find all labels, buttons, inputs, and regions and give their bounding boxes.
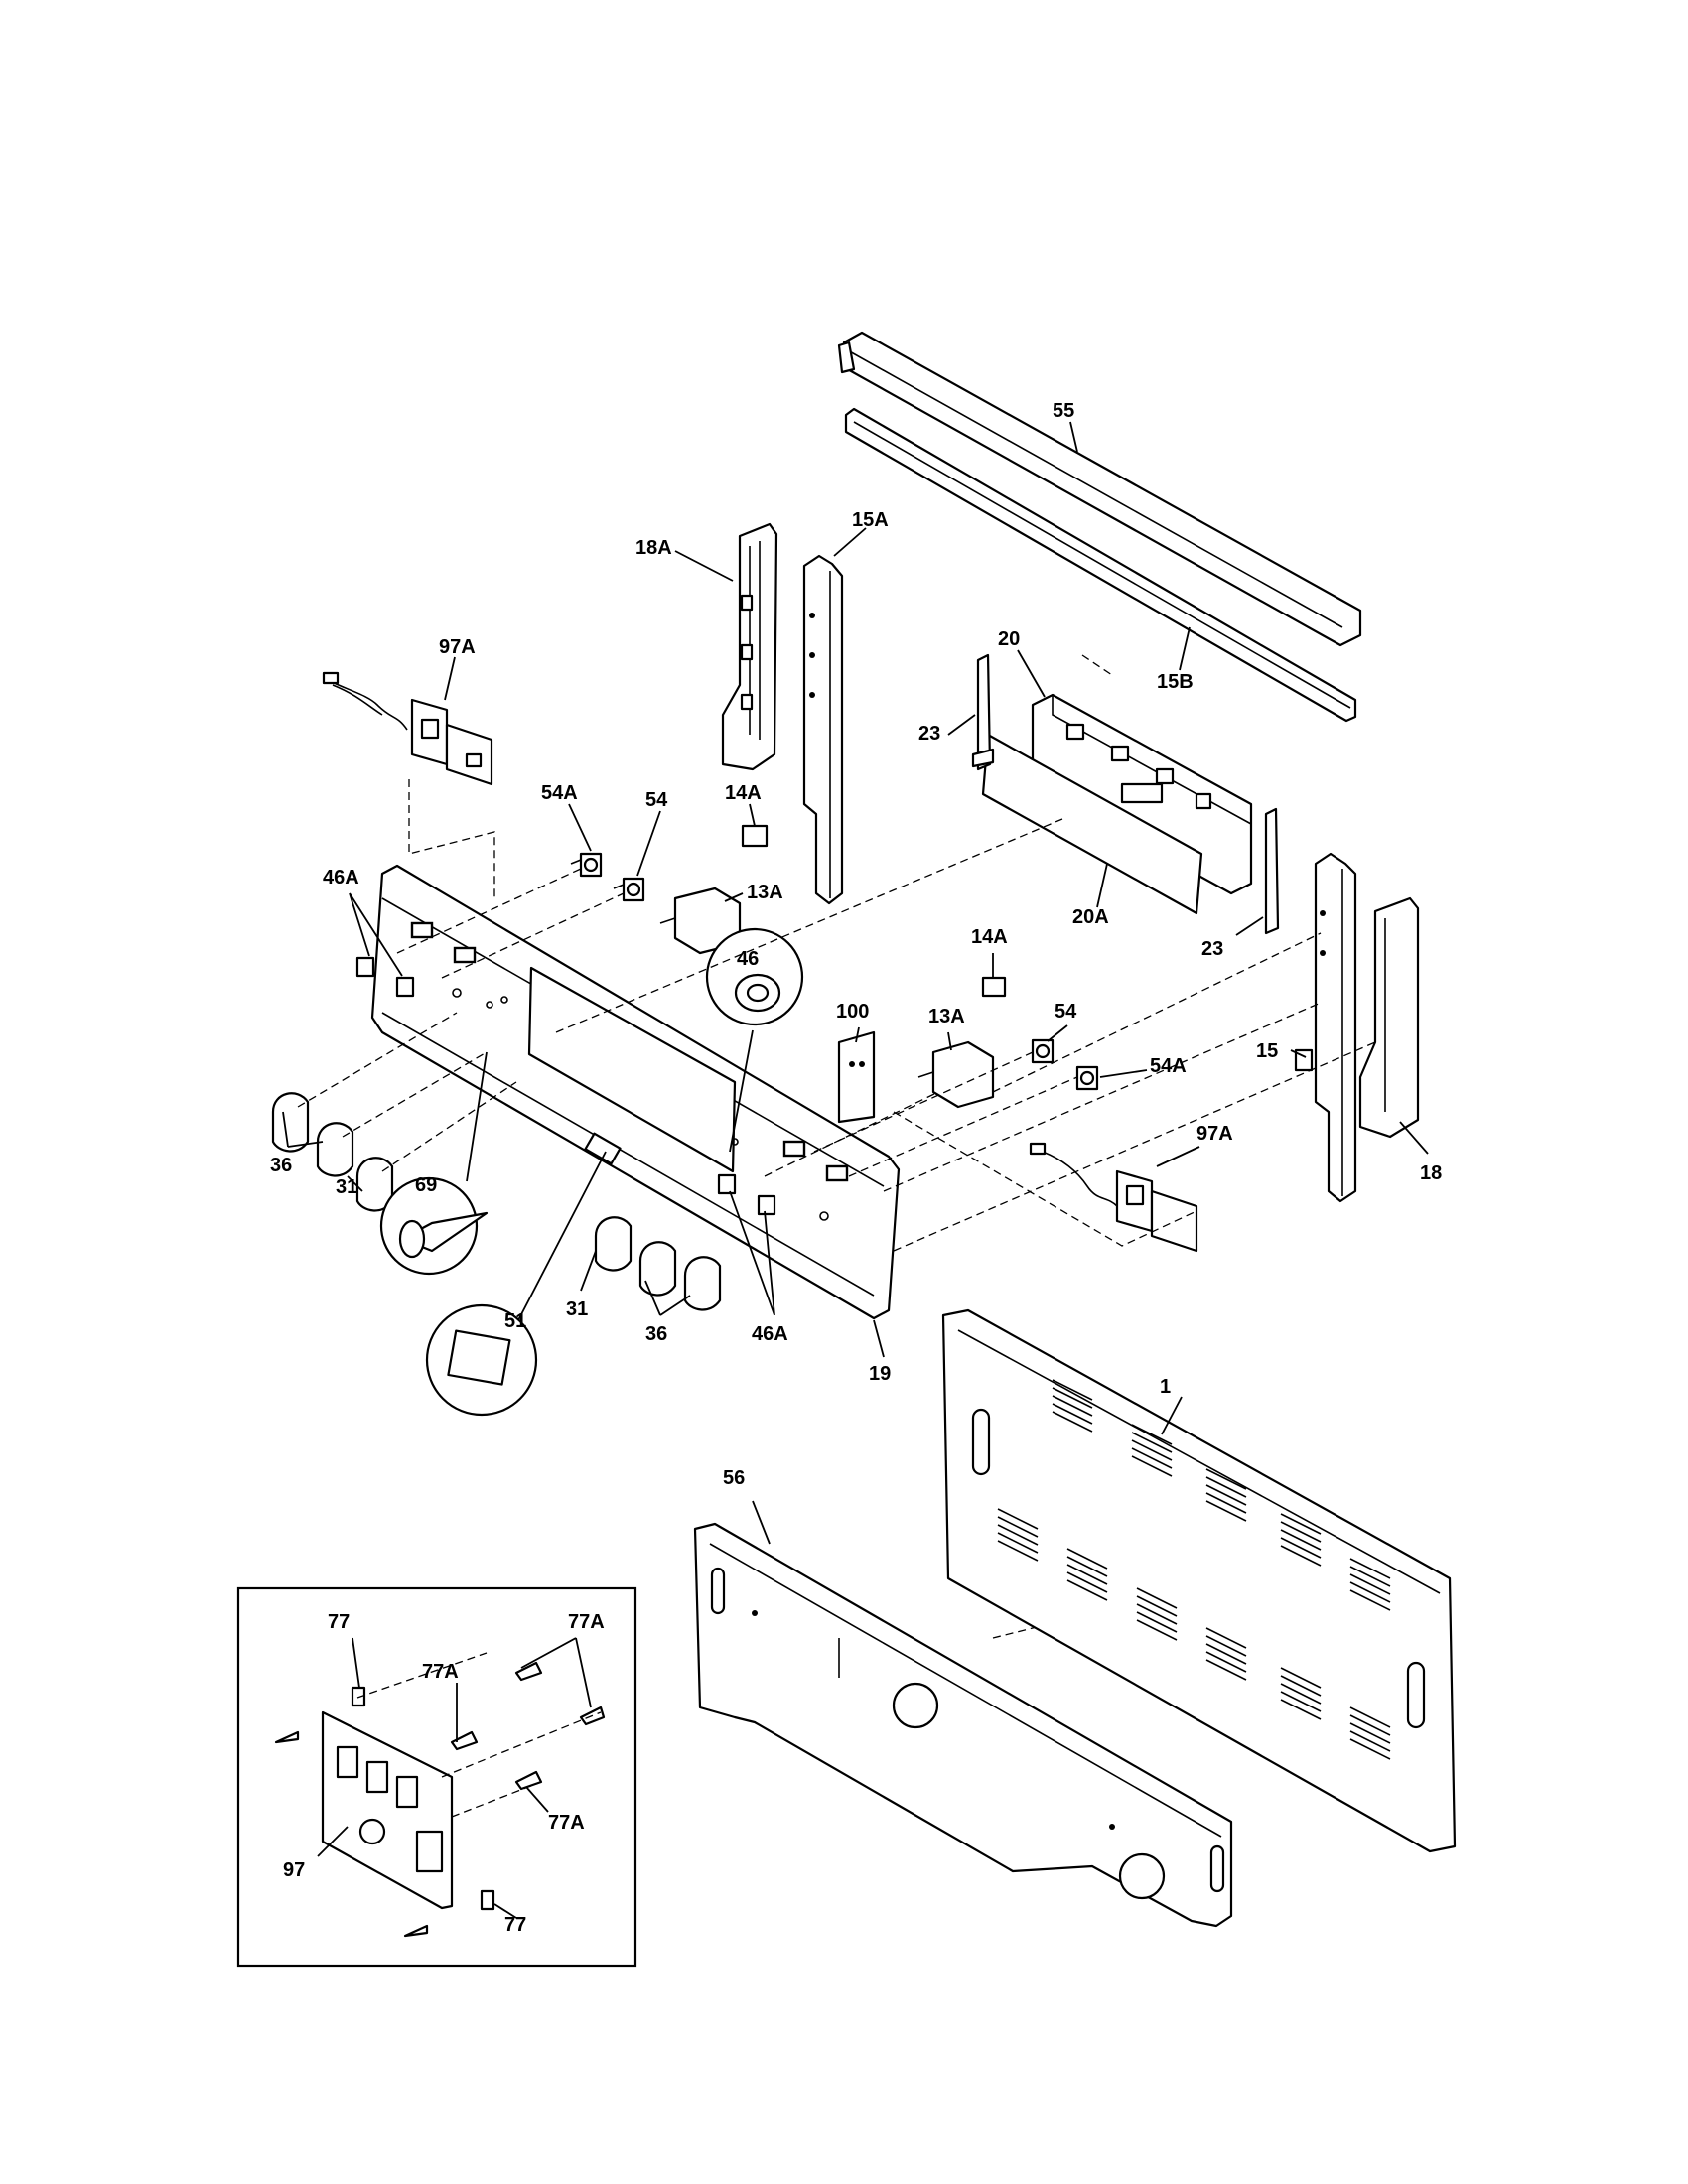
callout-15B: 15B bbox=[1157, 671, 1194, 693]
callout-31-right: 31 bbox=[566, 1298, 588, 1320]
part-15-side-bracket bbox=[1294, 852, 1357, 1203]
callout-36-left: 36 bbox=[270, 1155, 292, 1176]
part-46A-switch-right bbox=[717, 1173, 776, 1216]
inset-detail-97-board bbox=[236, 1586, 637, 1968]
part-13A-infinite-switch-mid bbox=[917, 1040, 995, 1109]
part-46A-switch-left bbox=[355, 956, 415, 998]
callout-97: 97 bbox=[283, 1859, 305, 1881]
callout-23-top: 23 bbox=[918, 723, 940, 745]
callout-14A-mid: 14A bbox=[971, 926, 1008, 948]
part-36-knob-right bbox=[638, 1241, 722, 1311]
callout-54A-top: 54A bbox=[541, 782, 578, 804]
part-54-switch-mid bbox=[1031, 1038, 1055, 1064]
leader-lines bbox=[282, 421, 1429, 1919]
callout-18A: 18A bbox=[635, 537, 672, 559]
callout-13A-mid: 13A bbox=[928, 1006, 965, 1027]
callout-labels: 55 15A 18A 97A 20 15B 23 54A 54 14A 13A … bbox=[270, 400, 1442, 1936]
part-18-end-bracket bbox=[1358, 896, 1420, 1139]
alignment-lines bbox=[277, 654, 1376, 1733]
callout-77A-top: 77A bbox=[568, 1611, 605, 1633]
part-55-top-trim bbox=[837, 331, 1362, 647]
callout-77-top: 77 bbox=[328, 1611, 350, 1633]
callout-20: 20 bbox=[998, 628, 1020, 650]
part-54A-switch-mid bbox=[1075, 1065, 1099, 1091]
part-20A-overlay bbox=[981, 733, 1203, 915]
callout-46: 46 bbox=[737, 948, 759, 970]
callout-51: 51 bbox=[504, 1310, 526, 1332]
callout-54-mid: 54 bbox=[1055, 1001, 1077, 1023]
callout-31-left: 31 bbox=[336, 1176, 357, 1198]
callout-15A: 15A bbox=[852, 509, 889, 531]
callout-69: 69 bbox=[415, 1174, 437, 1196]
part-15B-trim-strip bbox=[844, 407, 1357, 723]
callout-97A-mid: 97A bbox=[1196, 1123, 1233, 1145]
callout-36-right: 36 bbox=[645, 1323, 667, 1345]
part-23-bracket-top bbox=[971, 653, 995, 771]
louvers bbox=[997, 1379, 1391, 1760]
callout-19: 19 bbox=[869, 1363, 891, 1385]
part-1-rear-panel bbox=[941, 1308, 1457, 1853]
callout-100: 100 bbox=[836, 1001, 869, 1023]
part-51-bezel-detail bbox=[425, 1151, 607, 1417]
part-20-electronic-control bbox=[1031, 693, 1253, 895]
part-54A-switch-top bbox=[570, 852, 603, 878]
callout-55: 55 bbox=[1053, 400, 1074, 422]
callout-20A: 20A bbox=[1072, 906, 1109, 928]
callout-15: 15 bbox=[1256, 1040, 1278, 1062]
callout-54A-mid: 54A bbox=[1150, 1055, 1187, 1077]
part-23-bracket-bottom bbox=[1264, 807, 1280, 935]
callout-77A-low: 77A bbox=[548, 1812, 585, 1834]
part-69-screw-detail bbox=[379, 1051, 489, 1276]
callout-1: 1 bbox=[1160, 1376, 1171, 1398]
part-46-knob-detail bbox=[705, 927, 804, 1153]
callout-18: 18 bbox=[1420, 1162, 1442, 1184]
callout-77A-mid: 77A bbox=[422, 1661, 459, 1683]
part-97A-relay-board-top bbox=[322, 671, 493, 786]
callout-56: 56 bbox=[723, 1467, 745, 1489]
callout-23-bot: 23 bbox=[1201, 938, 1223, 960]
callout-46A-bot: 46A bbox=[752, 1323, 788, 1345]
part-15A-side-bracket bbox=[802, 554, 844, 905]
callout-14A-top: 14A bbox=[725, 782, 762, 804]
part-56-back-panel bbox=[693, 1522, 1233, 1928]
callout-77-bot: 77 bbox=[504, 1914, 526, 1936]
part-100-shield bbox=[837, 1030, 876, 1124]
part-54-switch-top bbox=[613, 877, 645, 902]
part-18A-end-bracket bbox=[721, 522, 778, 771]
callout-13A-top: 13A bbox=[747, 882, 783, 903]
callout-46A-top: 46A bbox=[323, 867, 359, 888]
callout-54-top: 54 bbox=[645, 789, 668, 811]
callout-97A-top: 97A bbox=[439, 636, 476, 658]
part-14A-light-switch-mid bbox=[981, 976, 1007, 998]
part-14A-light-switch-top bbox=[741, 824, 769, 848]
part-97A-relay-board-mid bbox=[1029, 1142, 1198, 1253]
part-31-knob-right bbox=[594, 1216, 633, 1272]
